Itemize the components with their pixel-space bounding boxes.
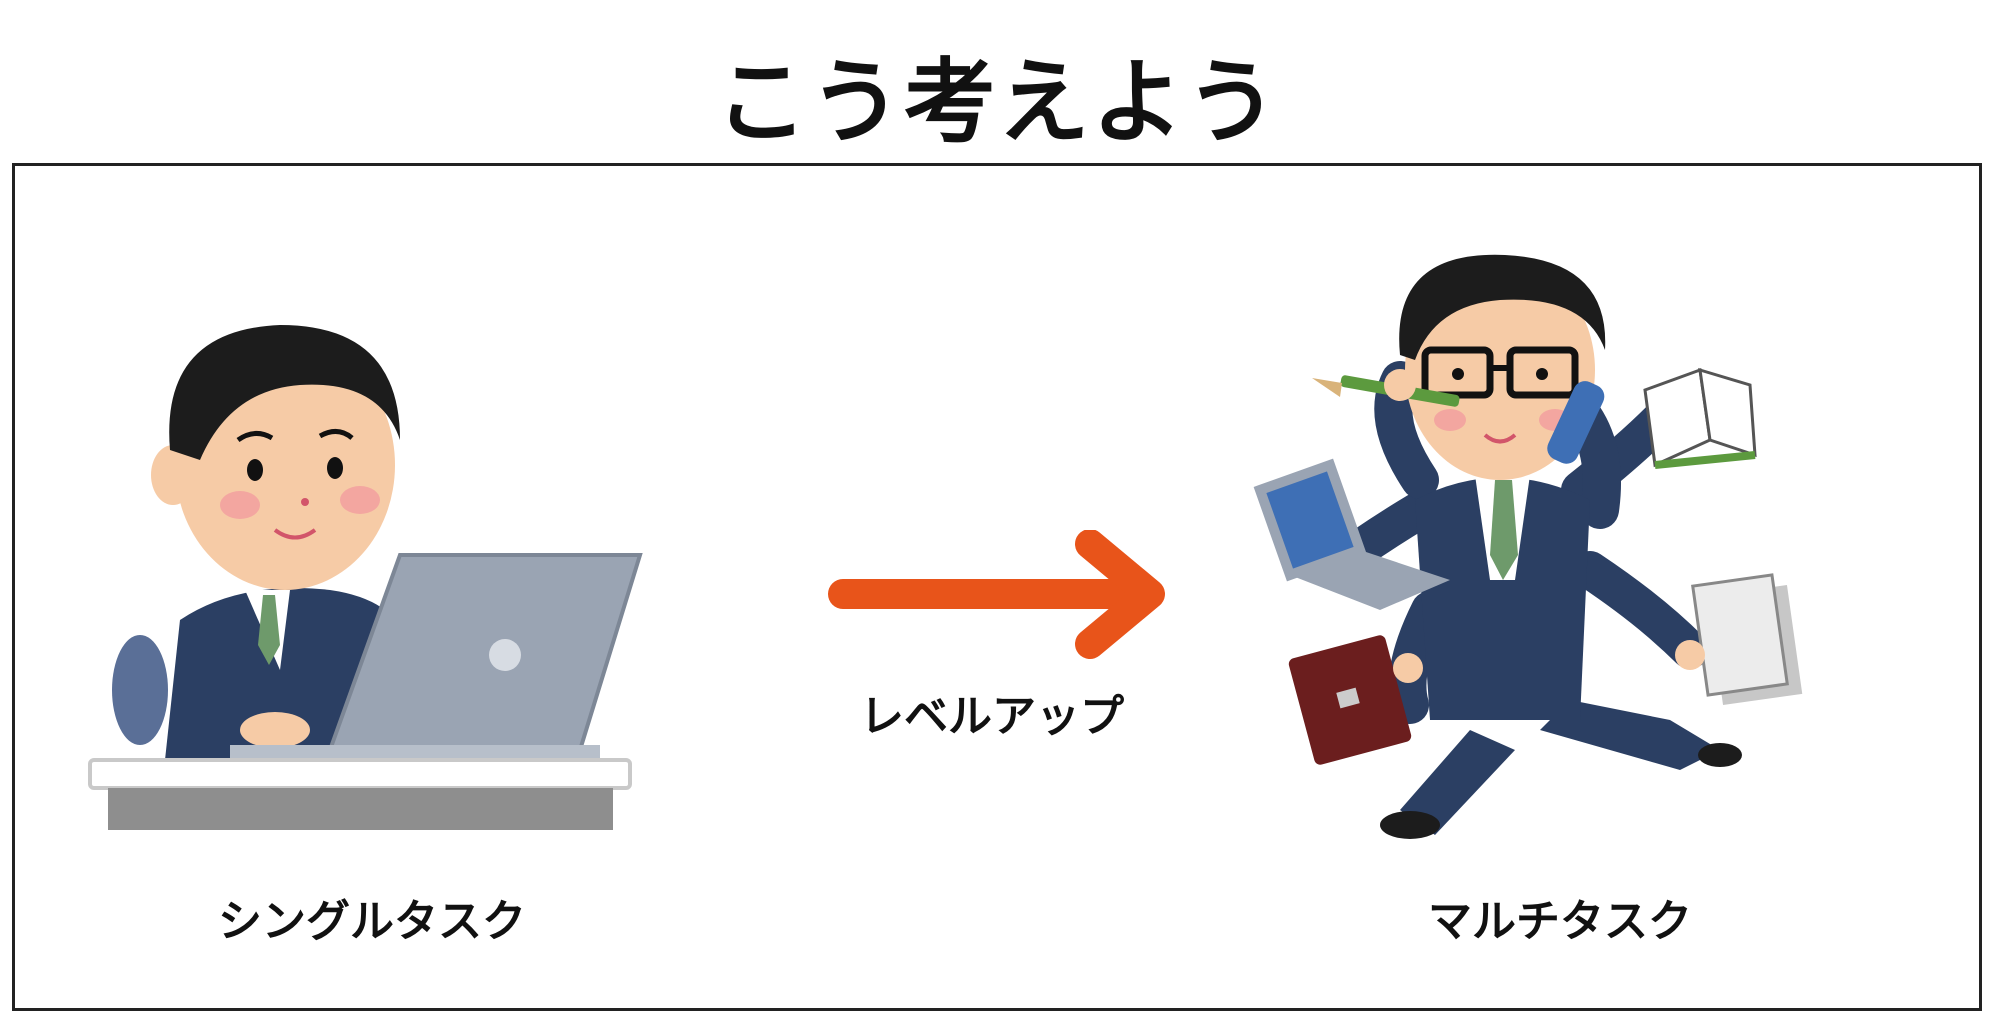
diagram-frame (12, 163, 1982, 1011)
page-title: こう考えよう (715, 49, 1280, 156)
single-task-label: シングルタスク (218, 896, 526, 947)
desk-icon (88, 758, 632, 830)
document-icon (1691, 573, 1803, 706)
level-up-label: レベルアップ (860, 691, 1124, 742)
briefcase-icon (1288, 635, 1412, 765)
glasses-icon (1421, 346, 1579, 399)
arrow-right-icon (828, 530, 1165, 659)
laptop-icon (1253, 458, 1450, 610)
multi-task-label: マルチタスク (1428, 896, 1692, 947)
book-icon (1643, 367, 1757, 469)
single-task-illustration (88, 325, 643, 830)
multitasking-worker-icon (1253, 254, 1803, 839)
phone-icon (1547, 381, 1605, 464)
